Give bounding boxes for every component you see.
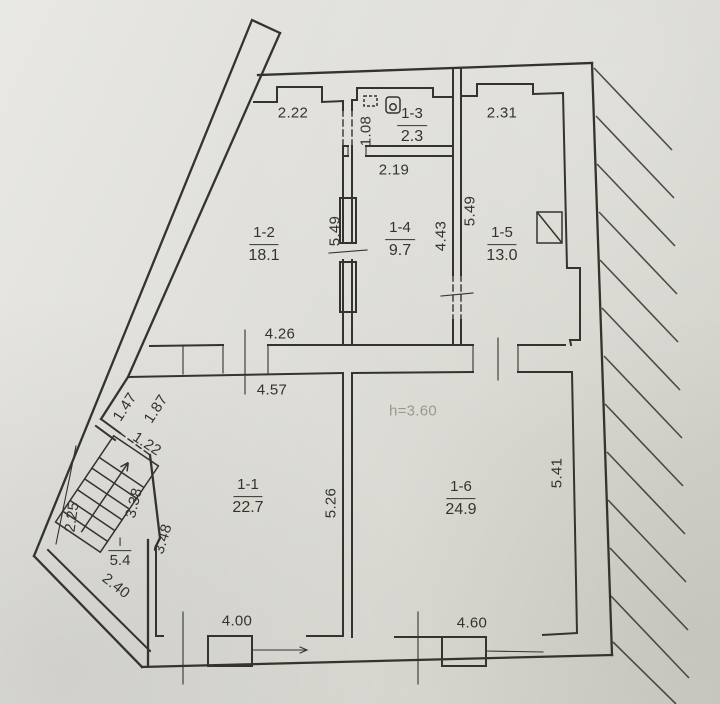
dim-room11-depth: 5.26 <box>322 487 340 519</box>
dim-corridor-upper: 4.26 <box>264 325 296 343</box>
staircase-symbol <box>54 434 160 554</box>
dim-corridor-lower: 4.57 <box>256 381 288 399</box>
adjacent-wall-hatch <box>593 67 690 704</box>
dim-room15-depth: 5.49 <box>461 195 479 227</box>
dim-room16-depth: 5.41 <box>548 457 566 489</box>
room-label-stairwell: I 5.4 <box>108 535 132 570</box>
room-label-1-6: 1-6 24.9 <box>445 478 477 518</box>
exterior-walls <box>32 18 614 669</box>
room-label-1-1: 1-1 22.7 <box>232 476 264 516</box>
room-label-1-2: 1-2 18.1 <box>248 224 280 264</box>
vent-duct-icon <box>536 211 563 244</box>
toilet-icon <box>363 95 401 114</box>
dim-wc-inner: 1.08 <box>357 115 375 147</box>
dim-room14-depth: 4.43 <box>432 220 450 252</box>
dim-room12-depth: 5.49 <box>326 215 344 247</box>
room-label-1-5: 1-5 13.0 <box>486 224 518 264</box>
ceiling-height-note: h=3.60 <box>388 402 438 420</box>
dim-top-wall-left: 2.22 <box>277 104 309 122</box>
dim-top-wall-right: 2.31 <box>486 104 518 122</box>
dim-bottom-left-width: 4.00 <box>221 612 253 630</box>
interior-walls <box>126 67 573 685</box>
room-label-1-4: 1-4 9.7 <box>385 219 415 261</box>
room-label-1-3: 1-3 2.3 <box>397 105 427 147</box>
dim-wc-width: 2.19 <box>378 161 410 179</box>
dim-bottom-right-width: 4.60 <box>456 614 488 632</box>
